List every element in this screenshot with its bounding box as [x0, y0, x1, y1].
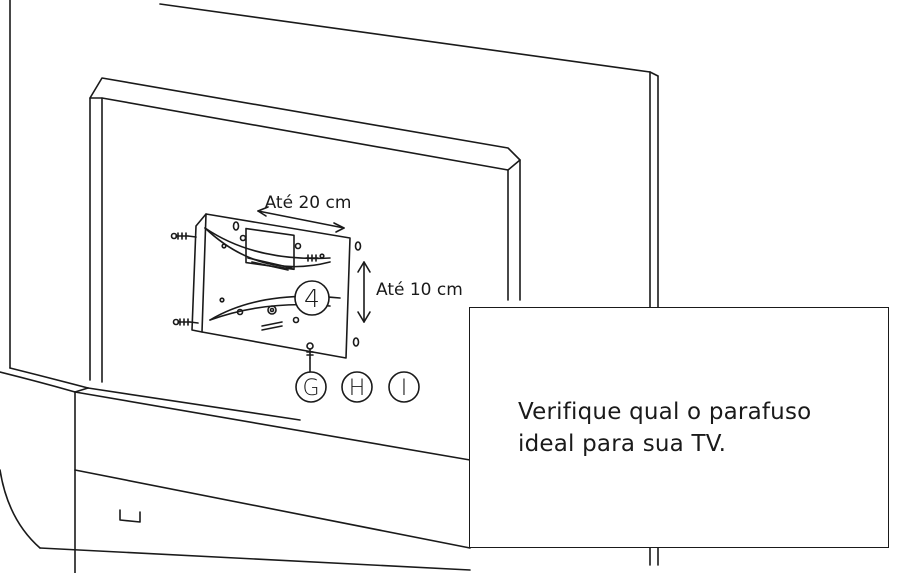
- screw-callout-g: [295, 371, 327, 403]
- screw-callout-i: [388, 371, 420, 403]
- cabinet: [0, 0, 89, 573]
- screw-label-i: I: [401, 376, 408, 401]
- width-label: Até 20 cm: [265, 193, 352, 213]
- note-box: Verifique qual o parafuso ideal para sua…: [469, 307, 889, 548]
- tv-base: [39, 387, 471, 571]
- step-callout-circle: [294, 280, 330, 316]
- height-dimension-arrow: [357, 261, 371, 323]
- height-label: Até 10 cm: [376, 280, 463, 300]
- vesa-bracket: [191, 213, 351, 359]
- screw-label-h: H: [349, 376, 366, 401]
- screw-callout-h: [341, 371, 373, 403]
- width-dimension-arrow: [257, 206, 345, 233]
- step-number: 4: [304, 284, 320, 313]
- tv-back-panel: [159, 3, 659, 566]
- tv-mount-plate: [89, 77, 521, 383]
- screw-label-g: G: [302, 376, 319, 401]
- note-text: Verifique qual o parafuso ideal para sua…: [518, 399, 812, 457]
- screws: [170, 221, 362, 373]
